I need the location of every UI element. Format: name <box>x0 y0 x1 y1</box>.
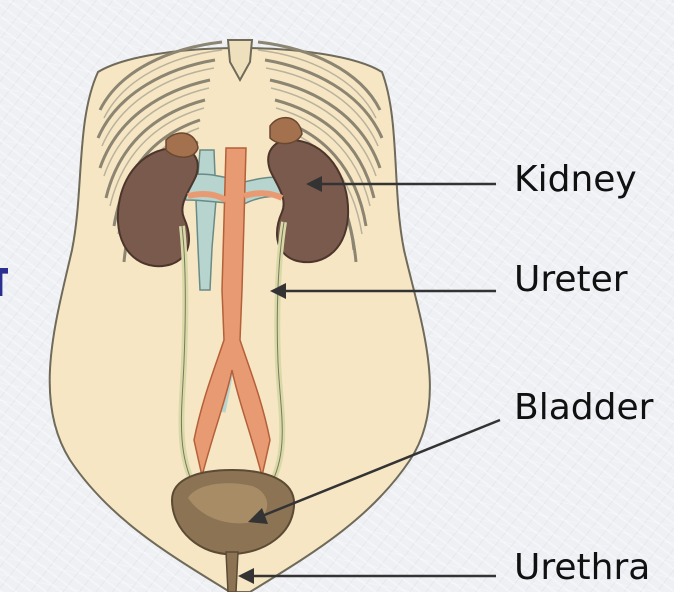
kidney-label: Kidney <box>514 162 637 198</box>
ureter-label: Ureter <box>514 262 628 298</box>
bladder-label: Bladder <box>514 390 653 426</box>
urethra <box>226 552 238 592</box>
urethra-label: Urethra <box>514 550 650 586</box>
